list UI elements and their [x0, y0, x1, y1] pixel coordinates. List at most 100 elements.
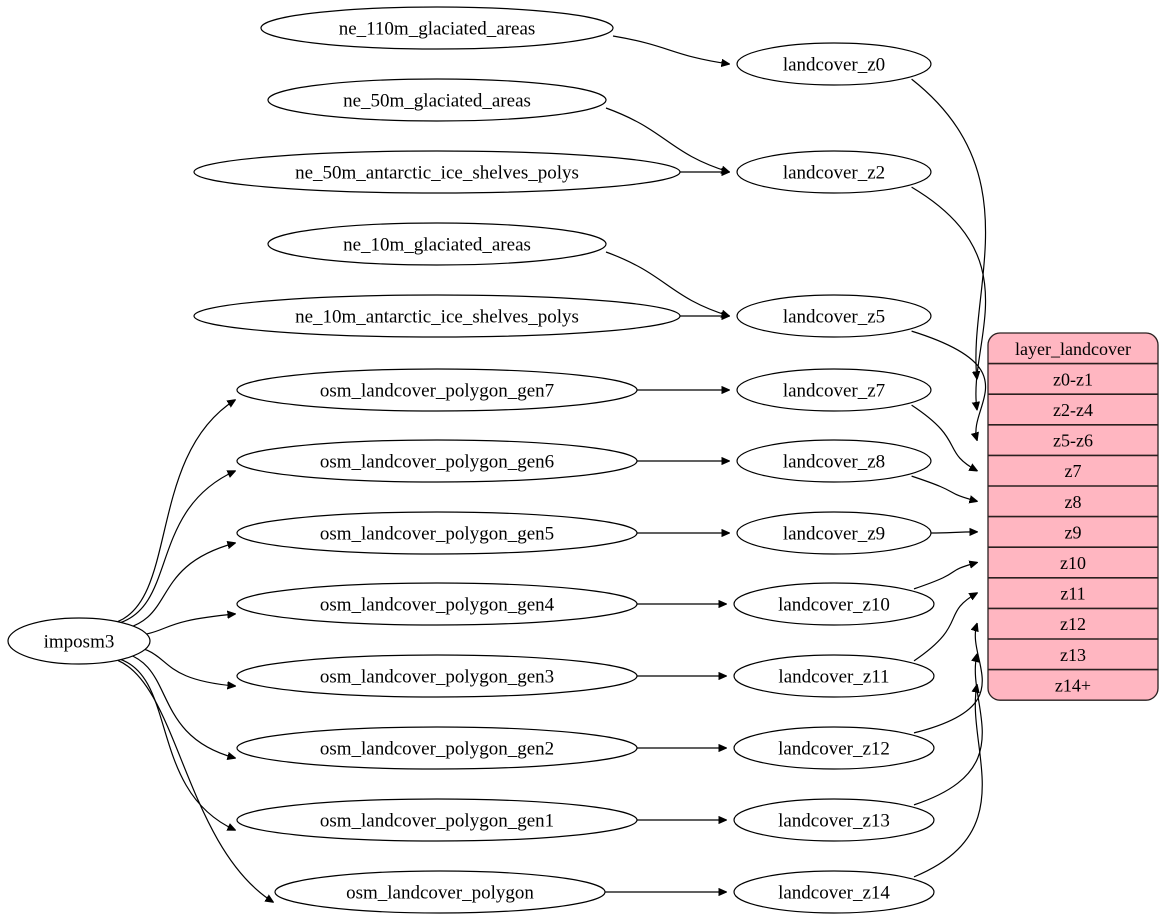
source-node-ne_110m_glaciated_areas[interactable]: ne_110m_glaciated_areas	[260, 6, 614, 50]
node-shape	[733, 726, 935, 770]
mid-node-landcover_z5[interactable]: landcover_z5	[736, 294, 932, 338]
edge-landcover_z11-to-table-row-z11	[913, 593, 977, 662]
node-shape	[733, 870, 935, 914]
node-label: landcover_z9	[783, 524, 885, 545]
root-node-imposm3[interactable]: imposm3	[7, 617, 151, 665]
edge-landcover_z8-to-table-row-z8	[911, 475, 977, 501]
mid-node-landcover_z11[interactable]: landcover_z11	[733, 654, 935, 698]
edge-landcover_z10-to-table-row-z10	[913, 563, 977, 590]
node-shape	[236, 582, 638, 626]
source-node-osm_landcover_polygon_gen4[interactable]: osm_landcover_polygon_gen4	[236, 582, 638, 626]
mid-node-landcover_z12[interactable]: landcover_z12	[733, 726, 935, 770]
edge-imposm3-to-osm_landcover_polygon_gen1	[117, 657, 235, 830]
node-shape	[267, 222, 607, 266]
table-row-z14+[interactable]: z14+	[1055, 675, 1091, 695]
edge-landcover_z2-to-table-row-z2-z4	[911, 186, 987, 409]
table-node-layer-landcover[interactable]: layer_landcover z0-z1 z2-z4 z5-z6 z7 z8 z9 z10 z…	[987, 332, 1159, 701]
table-row-z2-z4[interactable]: z2-z4	[1053, 400, 1093, 420]
node-label: landcover_z13	[778, 811, 890, 832]
node-label: landcover_z2	[783, 163, 885, 184]
mid-node-landcover_z2[interactable]: landcover_z2	[736, 150, 932, 194]
node-label: landcover_z10	[778, 595, 890, 616]
node-shape	[236, 726, 638, 770]
node-label: osm_landcover_polygon_gen3	[320, 667, 554, 688]
node-label: osm_landcover_polygon_gen4	[320, 595, 555, 616]
source-node-osm_landcover_polygon_gen1[interactable]: osm_landcover_polygon_gen1	[236, 798, 638, 842]
node-shape	[736, 511, 932, 555]
node-shape	[260, 6, 614, 50]
source-node-osm_landcover_polygon_gen7[interactable]: osm_landcover_polygon_gen7	[236, 368, 638, 412]
node-shape	[736, 42, 932, 86]
table-row-z13[interactable]: z13	[1060, 645, 1086, 665]
node-label: ne_50m_antarctic_ice_shelves_polys	[295, 163, 579, 184]
edge-landcover_z5-to-table-row-z5-z6	[911, 330, 987, 440]
node-label: osm_landcover_polygon	[346, 883, 534, 904]
table-row-z0-z1[interactable]: z0-z1	[1053, 369, 1093, 389]
node-shape	[7, 617, 151, 665]
node-shape	[236, 439, 638, 483]
node-shape	[274, 870, 606, 914]
node-shape	[736, 439, 932, 483]
source-node-osm_landcover_polygon_gen3[interactable]: osm_landcover_polygon_gen3	[236, 654, 638, 698]
edge-imposm3-to-osm_landcover_polygon_gen5	[117, 543, 235, 632]
node-shape	[236, 511, 638, 555]
node-shape	[736, 294, 932, 338]
source-node-osm_landcover_polygon_gen5[interactable]: osm_landcover_polygon_gen5	[236, 511, 638, 555]
table-row-z9[interactable]: z9	[1065, 522, 1082, 542]
source-node-osm_landcover_polygon_gen2[interactable]: osm_landcover_polygon_gen2	[236, 726, 638, 770]
edge-landcover_z0-to-table-row-z0-z1	[911, 78, 987, 379]
edge-landcover_z12-to-table-row-z12	[913, 624, 983, 734]
node-label: landcover_z12	[778, 739, 890, 760]
node-shape	[733, 582, 935, 626]
node-shape	[236, 654, 638, 698]
node-shape	[733, 798, 935, 842]
edge-layer	[117, 35, 987, 902]
node-label: landcover_z14	[778, 883, 890, 904]
table-row-z8[interactable]: z8	[1065, 492, 1082, 512]
mid-node-landcover_z8[interactable]: landcover_z8	[736, 439, 932, 483]
node-label: ne_110m_glaciated_areas	[339, 19, 536, 40]
node-label: imposm3	[44, 632, 115, 653]
source-node-osm_landcover_polygon_gen6[interactable]: osm_landcover_polygon_gen6	[236, 439, 638, 483]
node-shape	[193, 150, 681, 194]
mid-node-landcover_z13[interactable]: landcover_z13	[733, 798, 935, 842]
table-row-z7[interactable]: z7	[1065, 461, 1082, 481]
source-node-osm_landcover_polygon[interactable]: osm_landcover_polygon	[274, 870, 606, 914]
node-label: ne_10m_glaciated_areas	[343, 235, 531, 256]
node-label: landcover_z0	[783, 55, 885, 76]
node-shape	[193, 294, 681, 338]
node-label: osm_landcover_polygon_gen5	[320, 524, 554, 545]
table-row-z11[interactable]: z11	[1060, 584, 1085, 604]
edge-imposm3-to-osm_landcover_polygon_gen2	[117, 650, 235, 758]
node-shape	[267, 78, 607, 122]
mid-node-landcover_z14[interactable]: landcover_z14	[733, 870, 935, 914]
node-shape	[236, 368, 638, 412]
edge-landcover_z7-to-table-row-z7	[911, 404, 977, 471]
mid-node-landcover_z7[interactable]: landcover_z7	[736, 368, 932, 412]
mid-node-landcover_z9[interactable]: landcover_z9	[736, 511, 932, 555]
mid-node-landcover_z10[interactable]: landcover_z10	[733, 582, 935, 626]
node-label: osm_landcover_polygon_gen7	[320, 381, 554, 402]
source-node-ne_50m_glaciated_areas[interactable]: ne_50m_glaciated_areas	[267, 78, 607, 122]
edge-imposm3-to-osm_landcover_polygon_gen7	[117, 400, 235, 623]
table-node-layer: layer_landcover z0-z1 z2-z4 z5-z6 z7 z8 z9 z10 z…	[987, 332, 1159, 701]
node-label: ne_50m_glaciated_areas	[343, 91, 531, 112]
node-label: landcover_z11	[778, 667, 889, 688]
source-node-ne_10m_antarctic_ice_shelves_polys[interactable]: ne_10m_antarctic_ice_shelves_polys	[193, 294, 681, 338]
node-shape	[736, 150, 932, 194]
table-header-label: layer_landcover	[1015, 339, 1131, 359]
source-node-ne_10m_glaciated_areas[interactable]: ne_10m_glaciated_areas	[267, 222, 607, 266]
table-row-z5-z6[interactable]: z5-z6	[1053, 431, 1093, 451]
source-node-ne_50m_antarctic_ice_shelves_polys[interactable]: ne_50m_antarctic_ice_shelves_polys	[193, 150, 681, 194]
node-label: landcover_z8	[783, 452, 885, 473]
node-label: osm_landcover_polygon_gen1	[320, 811, 554, 832]
edge-landcover_z9-to-table-row-z9	[930, 532, 977, 533]
mid-node-landcover_z0[interactable]: landcover_z0	[736, 42, 932, 86]
table-row-z12[interactable]: z12	[1060, 614, 1086, 634]
node-label: ne_10m_antarctic_ice_shelves_polys	[295, 307, 579, 328]
table-row-z10[interactable]: z10	[1060, 553, 1086, 573]
edge-ne_110m_glaciated_areas-to-landcover_z0	[612, 35, 729, 64]
node-label: landcover_z5	[783, 307, 885, 328]
